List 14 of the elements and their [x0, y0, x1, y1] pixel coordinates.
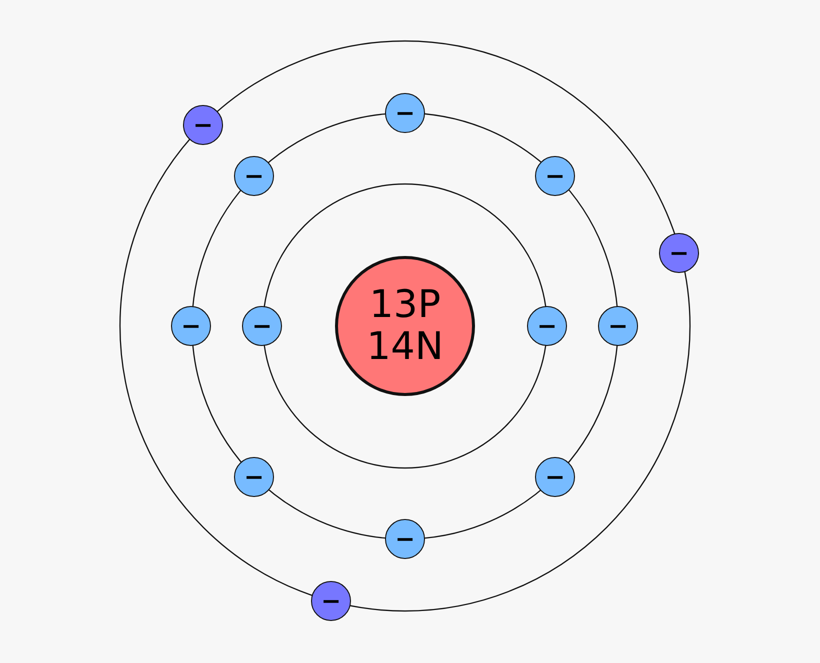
electron: − [234, 457, 274, 497]
electron: − [527, 306, 567, 346]
electron: − [598, 306, 638, 346]
electron: − [242, 306, 282, 346]
electron: − [171, 306, 211, 346]
electron: − [535, 156, 575, 196]
electron: − [385, 93, 425, 133]
electron: − [659, 233, 699, 273]
electron: − [311, 581, 351, 621]
electron: − [535, 457, 575, 497]
electron: − [183, 105, 223, 145]
electron: − [385, 519, 425, 559]
nucleus: 13P 14N [335, 256, 475, 396]
electron: − [234, 156, 274, 196]
